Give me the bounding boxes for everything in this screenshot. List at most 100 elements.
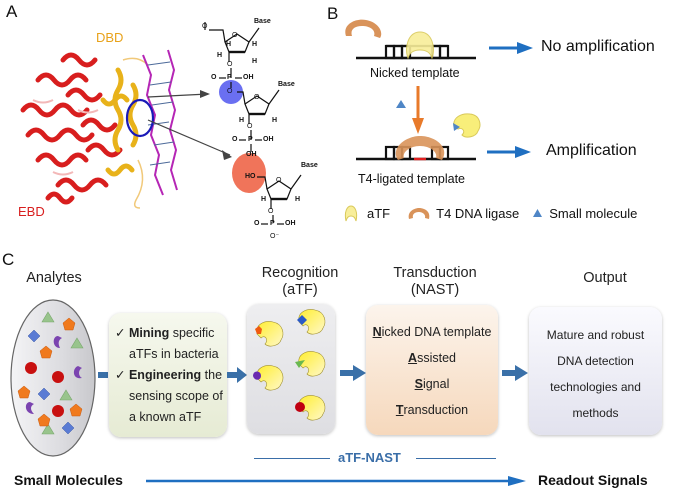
chem-h: H (252, 41, 258, 48)
ligase-bound (395, 136, 445, 160)
ligase-icon (408, 207, 430, 219)
legend: aTF T4 DNA ligase Small molecule (344, 204, 638, 221)
engineering-rest: the (201, 368, 223, 382)
nast-line-n: Nicked DNA template (366, 319, 498, 345)
atf-icon (256, 365, 284, 391)
nicked-template-dna (356, 31, 476, 60)
nicked-template-label: Nicked template (370, 66, 460, 80)
mining-line-1: ✓ Mining specific (115, 323, 227, 344)
chem-o: O (202, 23, 208, 30)
legend-atf-label: aTF (367, 205, 391, 221)
dna-backbone-chemical-structure (204, 22, 302, 225)
check-icon: ✓ (115, 326, 126, 340)
transduction-title-line2: (NAST) (410, 282, 460, 298)
chem-p: P (248, 136, 253, 143)
chem-p: P (227, 74, 232, 81)
no-amplification-arrow (489, 42, 533, 54)
panel-b-letter: B (327, 4, 339, 23)
nast-rest: ransduction (403, 403, 469, 417)
dbd-helices (100, 67, 139, 177)
phosphate-oxygen-highlight (219, 80, 243, 104)
ligation-down-arrow (412, 86, 424, 134)
legend-small-molecule-label: Small molecule (549, 205, 638, 221)
chem-h: H (272, 117, 278, 124)
recognition-title-line1: Recognition (261, 265, 339, 281)
aft-discovery-box: ✓ Mining specific aTFs in bacteria ✓ Eng… (109, 313, 227, 437)
chem-base: Base (254, 18, 271, 25)
hydroxyl-highlight (232, 153, 266, 193)
small-molecule-icon (533, 209, 543, 217)
chem-o-bridge: O (227, 88, 233, 95)
engineering-line-3: a known aTF (129, 410, 202, 424)
readout-signals-label: Readout Signals (538, 472, 648, 488)
nast-initial: A (408, 351, 418, 365)
output-title: Output (583, 270, 627, 286)
chem-h: H (226, 41, 232, 48)
nast-initial: N (372, 325, 382, 339)
chem-o: O (232, 136, 238, 143)
output-line: methods (572, 406, 619, 420)
chem-h: H (252, 58, 258, 65)
output-box: Mature and robust DNA detection technolo… (529, 307, 662, 435)
arrowhead-icon (222, 150, 232, 160)
ligated-template-label: T4-ligated template (358, 172, 466, 186)
engineering-line-2: sensing scope of (129, 389, 223, 403)
atf-nast-line-right (416, 458, 496, 459)
atf-nast-label: aTF-NAST (338, 450, 401, 465)
chem-ho-highlighted: HO (245, 173, 256, 180)
output-line: technologies and (550, 380, 641, 394)
nast-rest: icked DNA template (381, 325, 492, 339)
atf-with-molecule-icon (453, 113, 481, 138)
chem-p: P (270, 220, 275, 227)
dna-strands (142, 49, 178, 196)
chem-o: O (254, 220, 260, 227)
nast-rest: ssisted (417, 351, 456, 365)
legend-ligase-label: T4 DNA ligase (436, 205, 520, 221)
chem-ring-o: O (232, 32, 238, 39)
flow-arrow (227, 367, 247, 383)
amplification-label: Amplification (546, 142, 637, 159)
atf-bound (406, 31, 434, 60)
analytes-title: Analytes (26, 270, 82, 286)
ebd-helices (20, 52, 123, 205)
flow-arrow (502, 365, 528, 381)
engineering-bold: Engineering (128, 368, 202, 382)
chem-ring-o: O (276, 177, 282, 184)
chem-o-minus: O⁻ (270, 233, 280, 240)
transduction-title: Transduction (NAST) (370, 265, 500, 299)
small-molecules-label: Small Molecules (14, 472, 123, 488)
atf-nast-line-left (254, 458, 330, 459)
chem-o: O (227, 61, 233, 68)
flow-arrow (340, 365, 366, 381)
nast-rest: ignal (422, 377, 450, 391)
panel-c-letter: C (2, 250, 15, 269)
atf-icon (298, 351, 326, 377)
mining-rest: specific (169, 326, 215, 340)
recognition-title-line2: (aTF) (282, 282, 318, 298)
nast-line-a: Assisted (366, 345, 498, 371)
atf-icon (344, 204, 358, 221)
chem-h: H (239, 117, 245, 124)
check-icon: ✓ (115, 368, 126, 382)
output-line: Mature and robust (546, 328, 645, 342)
ligated-template-dna (356, 136, 476, 161)
chem-oh-highlighted: OH (246, 151, 257, 158)
small-molecule-icon (396, 100, 406, 108)
flow-arrow (98, 372, 108, 378)
chem-base: Base (301, 162, 318, 169)
protein-structure-illustration (20, 49, 231, 209)
engineering-line-1: ✓ Engineering the (115, 365, 227, 386)
transduction-title-line1: Transduction (393, 265, 477, 281)
chem-oh: OH (263, 136, 274, 143)
arrowhead-icon (200, 90, 210, 98)
chem-o: O (268, 208, 274, 215)
recognition-title: Recognition (aTF) (245, 265, 355, 299)
nast-box: Nicked DNA template Assisted Signal Tran… (366, 305, 498, 435)
nast-initial: S (414, 377, 423, 391)
chem-o: O (247, 123, 253, 130)
chem-ring-o: O (254, 94, 260, 101)
panel-a-letter: A (6, 2, 18, 21)
no-amplification-label: No amplification (541, 38, 655, 55)
chem-h: H (217, 52, 223, 59)
mining-line-2: aTFs in bacteria (129, 347, 219, 361)
